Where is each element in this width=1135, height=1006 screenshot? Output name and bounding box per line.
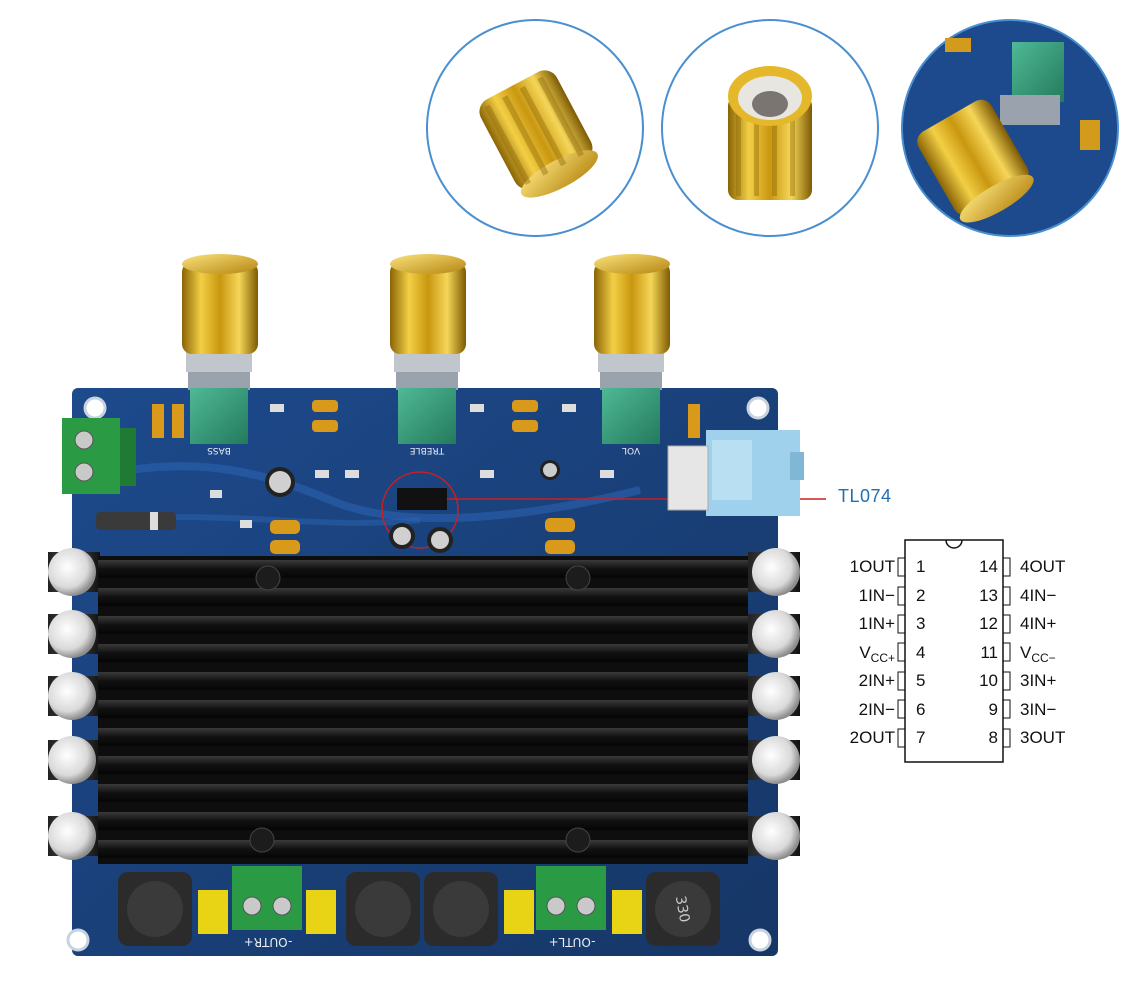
tl074-callout-label: TL074 xyxy=(838,486,892,506)
bass-potentiometer: BASS xyxy=(182,254,258,455)
bottom-components: 330 -OUTR+ -OUTL+ xyxy=(118,866,720,949)
pin-name-right-9: 3IN− xyxy=(1020,699,1057,719)
pin-number-left-2: 2 xyxy=(916,585,926,605)
pin-name-left-5: 2IN+ xyxy=(858,671,895,690)
audio-jack xyxy=(667,430,804,516)
knob-detail-circle-1 xyxy=(426,19,644,237)
pin-name-right-13: 4IN− xyxy=(1020,585,1057,605)
power-terminal xyxy=(62,418,136,494)
treble-label: TREBLE xyxy=(410,445,446,455)
ic-pinout-diagram xyxy=(897,539,1011,763)
knob-detail-circle-3 xyxy=(901,19,1119,237)
bass-label: BASS xyxy=(207,445,231,455)
pin-name-left-4: VCC+ xyxy=(859,642,895,665)
diode xyxy=(96,512,176,530)
pin-name-left-6: 2IN− xyxy=(858,699,895,719)
pin-name-right-10: 3IN+ xyxy=(1020,671,1057,690)
pin-number-left-5: 5 xyxy=(916,671,926,690)
pin-name-left-2: 1IN− xyxy=(858,585,895,605)
pin-number-left-3: 3 xyxy=(916,614,926,633)
vol-label: VOL xyxy=(622,445,640,455)
pin-name-right-14: 4OUT xyxy=(1020,557,1066,576)
pin-number-right-9: 9 xyxy=(988,699,998,719)
pin-number-left-6: 6 xyxy=(916,699,926,719)
inductor-label: 330 xyxy=(672,895,692,924)
pin-number-right-14: 14 xyxy=(979,557,998,576)
pin-name-left-3: 1IN+ xyxy=(858,614,895,633)
heatsink xyxy=(98,556,748,864)
outr-label: -OUTR+ xyxy=(244,935,293,949)
pin-name-left-7: 2OUT xyxy=(849,728,895,747)
pin-name-left-1: 1OUT xyxy=(849,557,895,576)
pin-number-left-1: 1 xyxy=(916,557,926,576)
pin-number-right-10: 10 xyxy=(979,671,998,690)
pin-number-right-11: 11 xyxy=(980,642,998,662)
pin-number-right-8: 8 xyxy=(988,728,998,747)
vol-potentiometer: VOL xyxy=(594,254,670,455)
outl-label: -OUTL+ xyxy=(549,935,596,949)
output-capacitors xyxy=(48,548,800,860)
board-capacitors xyxy=(265,460,560,553)
pin-number-left-4: 4 xyxy=(916,642,926,662)
pin-name-right-11: VCC− xyxy=(1020,642,1056,665)
pin-number-left-7: 7 xyxy=(916,728,926,747)
knob-detail-circle-2 xyxy=(661,19,879,237)
pin-name-right-8: 3OUT xyxy=(1020,728,1066,747)
treble-potentiometer: TREBLE xyxy=(390,254,466,455)
pin-name-right-12: 4IN+ xyxy=(1020,614,1057,633)
pin-number-right-12: 12 xyxy=(979,614,998,633)
pin-number-right-13: 13 xyxy=(979,585,998,605)
smd-components xyxy=(152,400,700,554)
